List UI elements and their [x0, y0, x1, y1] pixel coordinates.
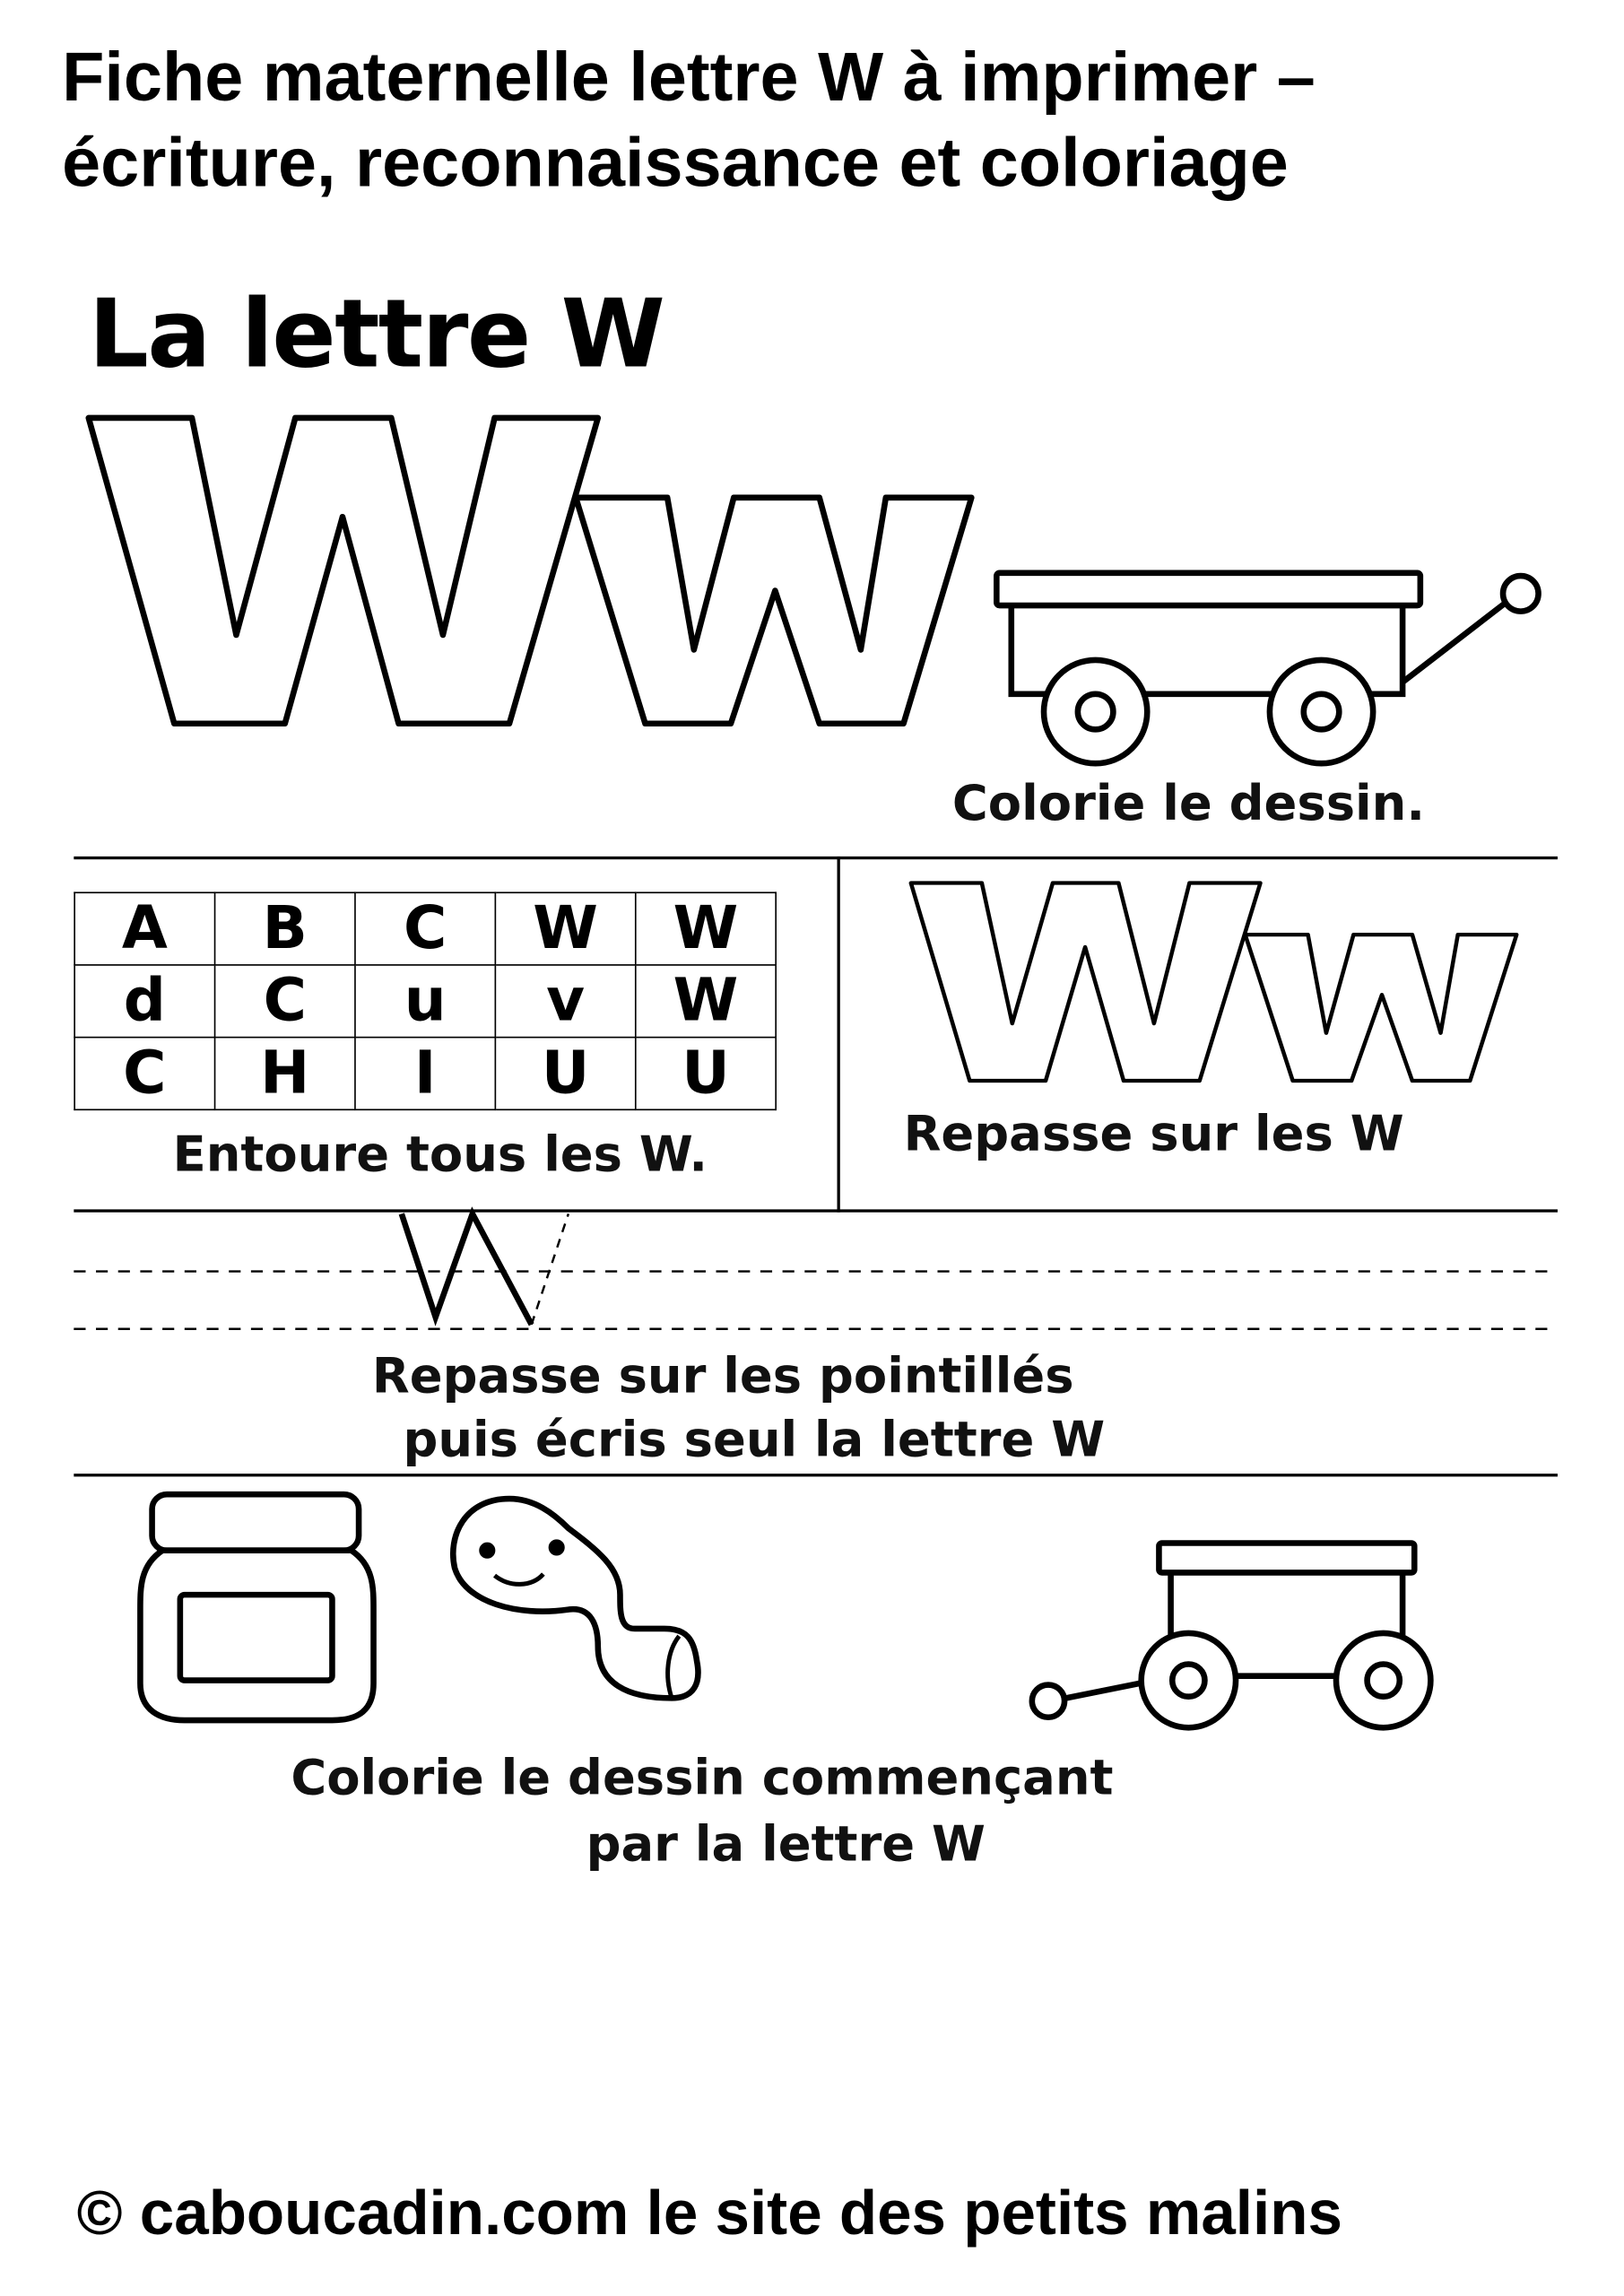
grid-cell[interactable]: I	[354, 1036, 497, 1111]
divider	[74, 1209, 1558, 1213]
grid-cell[interactable]: C	[74, 1036, 216, 1111]
worksheet-heading: La lettre W	[88, 280, 665, 390]
tracing-w-model[interactable]	[398, 1206, 570, 1326]
jar-drawing[interactable]	[137, 1491, 377, 1724]
tracing-caption: Repasse sur les W	[903, 1104, 1404, 1162]
writing-caption-line2: puis écris seul la lettre W	[403, 1410, 1106, 1468]
tracing-ww-letters[interactable]	[911, 883, 1516, 1082]
coloring-caption-line1: Colorie le dessin commençant	[291, 1748, 1114, 1806]
grid-cell[interactable]: H	[213, 1036, 356, 1111]
grid-cell[interactable]: C	[213, 964, 356, 1039]
wagon-drawing-small[interactable]	[1029, 1540, 1434, 1731]
grid-row: d C u v W	[74, 964, 777, 1039]
outlined-uppercase-w	[89, 418, 598, 724]
worm-drawing[interactable]	[450, 1495, 701, 1701]
grid-cell[interactable]: u	[354, 964, 497, 1039]
writing-caption-line1: Repasse sur les pointillés	[371, 1346, 1074, 1405]
page-title-line1: Fiche maternelle lettre W à imprimer –	[62, 37, 1316, 116]
vertical-divider	[837, 856, 840, 1213]
grid-cell[interactable]: U	[494, 1036, 637, 1111]
copyright-footer: © caboucadin.com le site des petits mali…	[76, 2178, 1342, 2248]
grid-row: C H I U U	[74, 1036, 777, 1111]
page-title-line2: écriture, reconnaissance et coloriage	[62, 122, 1289, 201]
grid-row: A B C W W	[74, 891, 777, 966]
grid-cell[interactable]: U	[634, 1036, 777, 1111]
divider	[74, 1474, 1558, 1477]
grid-cell[interactable]: B	[213, 891, 356, 966]
divider	[74, 856, 1558, 860]
wagon-drawing	[994, 570, 1541, 767]
outlined-lowercase-w	[576, 498, 971, 724]
coloring-caption-line2: par la lettre W	[586, 1814, 986, 1873]
grid-cell[interactable]: v	[494, 964, 637, 1039]
grid-cell[interactable]: C	[354, 891, 497, 966]
grid-cell[interactable]: A	[74, 891, 216, 966]
grid-cell[interactable]: W	[634, 964, 777, 1039]
grid-cell[interactable]: W	[494, 891, 637, 966]
coloring-caption: Colorie le dessin.	[951, 773, 1426, 831]
grid-cell[interactable]: W	[634, 891, 777, 966]
grid-cell[interactable]: d	[74, 964, 216, 1039]
letter-grid: A B C W W d C u v W C H I U U	[74, 891, 777, 1111]
grid-caption: Entoure tous les W.	[172, 1125, 708, 1183]
